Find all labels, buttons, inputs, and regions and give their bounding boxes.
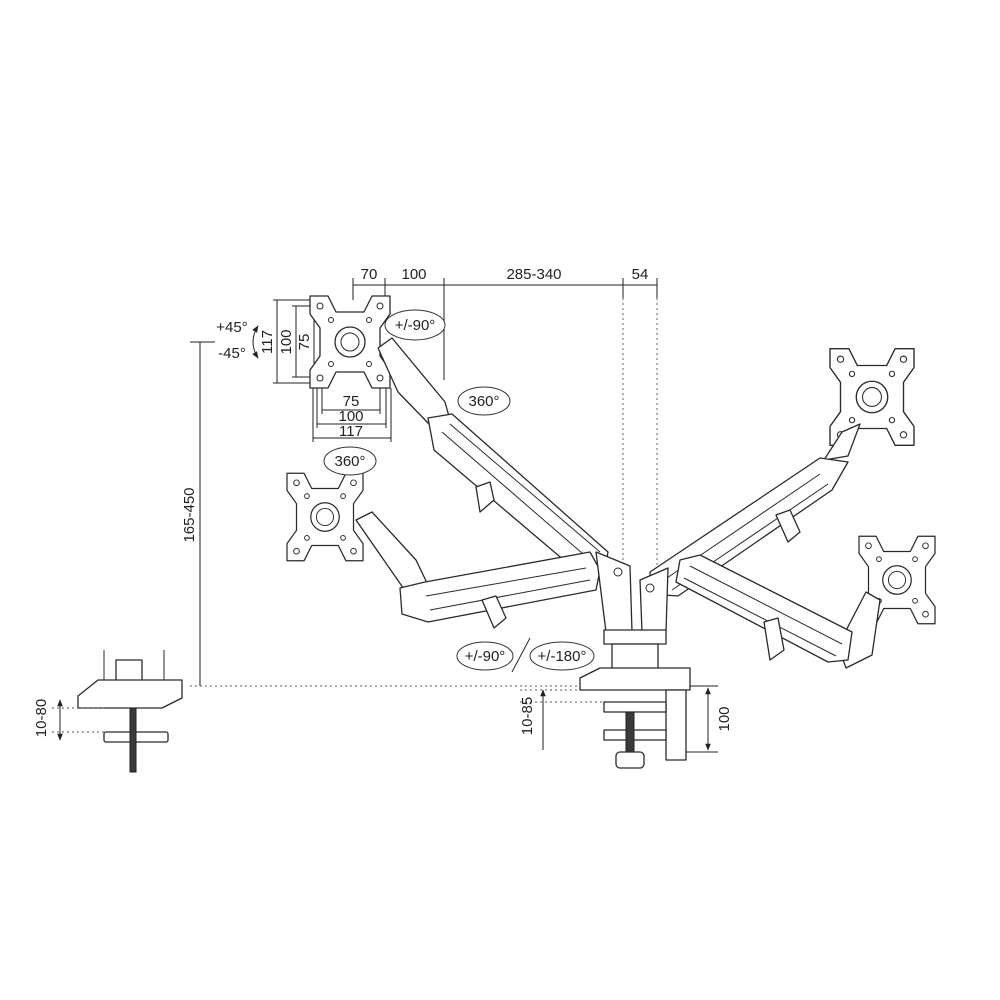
- tilt-plus-45: +45°: [216, 319, 247, 336]
- clamp-100: 100: [716, 706, 733, 731]
- rotation-arm-360: 360°: [457, 386, 511, 416]
- dim-100-reach: 100: [401, 266, 426, 283]
- tilt-minus-45: -45°: [218, 345, 246, 362]
- dim-54: 54: [632, 266, 649, 283]
- vesa-v-75: 75: [296, 334, 313, 351]
- rotation-base-rotate: +/-180°: [529, 641, 595, 671]
- rotation-360-arm: 360°: [468, 393, 499, 410]
- vesa-horizontal-dimensions: 75 100 117: [312, 388, 392, 442]
- vesa-plate-upper-left: [309, 295, 391, 389]
- vesa-vertical-dimensions: 117 100 75: [259, 299, 318, 384]
- tilt-indicator: +45° -45°: [216, 319, 259, 362]
- vesa-v-100: 100: [278, 329, 295, 354]
- height-dimension: 165-450: [181, 341, 610, 687]
- left-upper-arm: [377, 337, 609, 579]
- dim-285-340: 285-340: [506, 266, 561, 283]
- left-lower-arm: [355, 511, 601, 629]
- vesa-v-117: 117: [259, 330, 276, 354]
- vesa-plate-upper-right: [829, 348, 915, 446]
- rotation-head-360: 360°: [323, 446, 377, 476]
- rotate-plus-minus-180: +/-180°: [538, 648, 587, 665]
- clamp-10-85: 10-85: [519, 697, 536, 735]
- grommet-10-80: 10-80: [33, 699, 50, 737]
- swivel-plus-minus-90-base: +/-90°: [465, 648, 506, 665]
- reach-dimensions: 70 100 285-340 54: [352, 266, 658, 640]
- vesa-plate-lower-left: [286, 472, 364, 562]
- vesa-h-100: 100: [338, 408, 363, 425]
- desk-clamp: 10-85 100: [519, 667, 733, 769]
- right-lower-arm: [675, 554, 881, 669]
- rotation-top-swivel: +/-90°: [384, 309, 446, 341]
- swivel-plus-minus-90-top: +/-90°: [395, 317, 436, 334]
- height-165-450: 165-450: [181, 487, 198, 542]
- rotation-base-swivel: +/-90°: [456, 641, 514, 671]
- center-column: [595, 551, 669, 671]
- grommet-mount: 10-80: [33, 650, 183, 773]
- dim-70: 70: [361, 266, 378, 283]
- vesa-h-117: 117: [339, 423, 363, 440]
- rotation-divider: [511, 637, 531, 673]
- vesa-h-75: 75: [343, 393, 360, 410]
- rotation-360-head: 360°: [334, 453, 365, 470]
